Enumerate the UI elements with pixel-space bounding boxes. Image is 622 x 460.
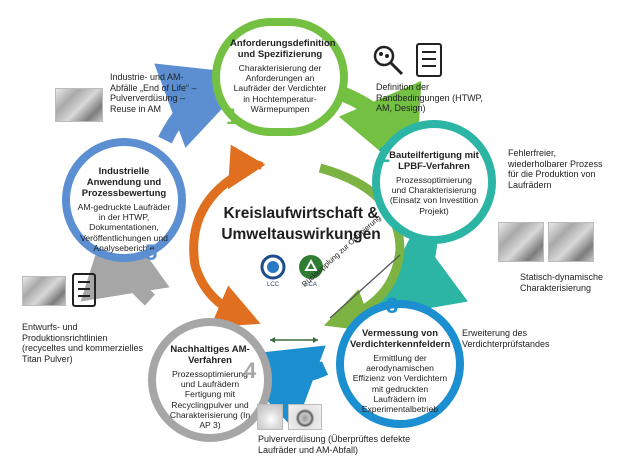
stage-5-number: 5: [145, 240, 158, 265]
checklist-icon-left: [72, 273, 96, 307]
stage-1-number: 1: [226, 104, 239, 129]
impeller-photo-right-1: [498, 222, 544, 262]
inner-arrow-green: [318, 163, 405, 332]
note-right-photos: Statisch-dynamische Charakterisierung: [520, 272, 604, 293]
stage-5-title: Industrielle Anwendung und Prozessbewert…: [81, 166, 167, 199]
ring-arrow-5-1: [154, 63, 255, 148]
stage-3-desc: Ermittlung der aerodynamischen Effizienz…: [352, 353, 448, 415]
stage-2-title: Bauteilfertigung mit LPBF-Verfahren: [389, 150, 479, 172]
stage-3-number: 3: [386, 293, 399, 318]
stage-4-desc: Prozessoptimierung und Laufrädern Fertig…: [169, 369, 251, 431]
note-top-left: Industrie- und AM-Abfälle „End of Life“ …: [110, 72, 197, 114]
note-top-right: Definition der Randbedingungen (HTWP, AM…: [376, 82, 483, 114]
stage-4-number: 4: [244, 358, 257, 383]
stage-2-number: 2: [378, 142, 391, 167]
stage-1-desc: Charakterisierung der Anforderungen an L…: [233, 63, 327, 114]
inner-arrow-orange: [189, 163, 261, 327]
stage-3-circle: Vermessung von Verdichterkennfeldern Erm…: [336, 300, 464, 428]
checklist-icon: [416, 43, 442, 77]
stage-1-title: Anforderungsdefinition und Spezifizierun…: [230, 38, 336, 60]
lca-badge: LCA: [296, 254, 326, 288]
lca-recycle-icon: [299, 255, 323, 279]
stage-1-circle: Anforderungsdefinition und Spezifizierun…: [212, 18, 348, 136]
powder-photo: [257, 404, 283, 430]
ring-arrow-3-4: [225, 345, 329, 430]
lca-label: LCA: [305, 282, 317, 288]
ring-arrow-2-3: [368, 229, 468, 319]
inner-arrow-orange-top: [227, 144, 266, 190]
impeller-photo-right-2: [548, 222, 594, 262]
stage-3-title: Vermessung von Verdichterkennfeldern: [350, 328, 451, 350]
stage-4-circle: Nachhaltiges AM-Verfahren Prozessoptimie…: [148, 318, 272, 442]
note-right-upper: Fehlerfreier, wiederholbarer Prozess für…: [508, 148, 603, 190]
note-right-lower: Erweiterung des Verdichterprüfstandes: [462, 328, 550, 349]
lcc-label: LCC: [266, 282, 279, 288]
stage-5-circle: Industrielle Anwendung und Prozessbewert…: [62, 138, 186, 262]
stage-4-title: Nachhaltiges AM-Verfahren: [170, 344, 250, 366]
center-title: Kreislaufwirtschaft & Umweltauswirkungen: [206, 203, 396, 245]
stage-2-desc: Prozessoptimierung und Charakterisierung…: [389, 175, 479, 216]
magnifier-network-icon: [373, 45, 404, 76]
center-title-line1: Kreislaufwirtschaft &: [223, 205, 379, 222]
lcc-badge: LCC: [258, 254, 288, 288]
disk-photo: [288, 404, 322, 430]
note-left: Entwurfs- und Produktionsrichtlinien (re…: [22, 322, 144, 364]
stage-5-desc: AM-gedruckte Laufräder in der HTWP, Doku…: [77, 202, 171, 253]
impeller-photo-left: [22, 276, 66, 306]
center-title-line2: Umweltauswirkungen: [221, 226, 381, 243]
feedback-arrow-diagonal: [329, 254, 401, 319]
lcc-cycle-icon: [260, 254, 286, 280]
impeller-photo-top-left: [55, 88, 103, 122]
note-bottom: Pulververdüsung (Überprüftes defekte Lau…: [258, 434, 411, 455]
stage-2-circle: Bauteilfertigung mit LPBF-Verfahren Proz…: [372, 120, 496, 244]
